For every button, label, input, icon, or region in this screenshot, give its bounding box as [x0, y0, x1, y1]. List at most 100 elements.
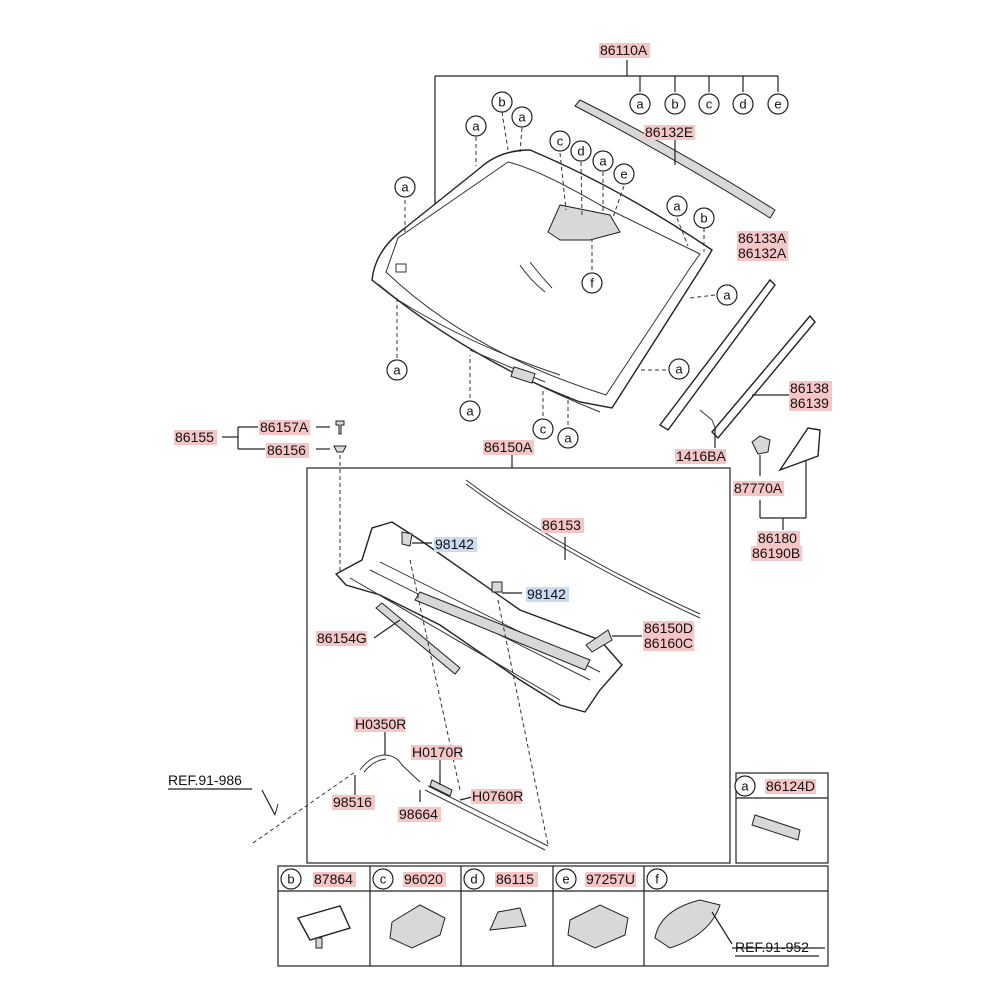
part-label-pH0350R: H0350R	[355, 716, 406, 732]
label-highlight	[398, 807, 441, 822]
side-molding	[658, 278, 776, 431]
part-label-p86132E: 86132E	[645, 124, 693, 140]
callout-letter-c: c	[540, 422, 547, 437]
label-highlight	[789, 381, 832, 396]
callout-letter-c: c	[380, 872, 387, 887]
part-label-ref2: REF.91-952	[735, 939, 809, 955]
legend-part-e: 97257U	[586, 871, 635, 887]
callout-letter-c: c	[706, 97, 713, 112]
callout-letter-a: a	[466, 404, 474, 419]
callout-letter-b: b	[700, 211, 707, 226]
label-highlight	[733, 481, 785, 496]
legend-table	[277, 772, 829, 967]
label-highlight	[266, 443, 309, 458]
label-highlight	[675, 449, 727, 464]
part-label-p86132A: 86132A	[738, 245, 787, 261]
part-label-p86110A: 86110A	[600, 42, 648, 58]
callout-circle-a	[511, 106, 533, 128]
part-labels: 86110A86132E86133A86132A86138861391416BA…	[168, 42, 832, 957]
windshield-glass	[371, 149, 713, 413]
legend-part-a: 86124D	[766, 778, 815, 794]
callout-circle-b	[280, 868, 302, 890]
label-highlight	[599, 43, 651, 58]
part-label-p98664: 98664	[399, 806, 438, 822]
cover-86180	[751, 427, 821, 530]
part-label-p86139: 86139	[790, 395, 829, 411]
part-label-pH0170R: H0170R	[412, 744, 463, 760]
cap-icon	[489, 907, 527, 931]
callout-letter-e: e	[774, 97, 781, 112]
part-label-p98142a: 98142	[435, 536, 474, 552]
callout-circle-a	[716, 284, 738, 306]
callout-circle-c	[372, 868, 394, 890]
label-highlight	[411, 745, 463, 760]
callout-letter-d: d	[739, 97, 746, 112]
callout-circle-c	[698, 93, 720, 115]
label-highlight	[737, 246, 789, 261]
callout-circle-a	[668, 358, 690, 380]
callout-circle-d	[732, 93, 754, 115]
callout-circle-d	[570, 140, 592, 162]
part-label-p86160C: 86160C	[644, 635, 693, 651]
part-label-p86157A: 86157A	[260, 419, 309, 435]
hoses	[252, 732, 549, 851]
callout-letter-a: a	[675, 362, 683, 377]
housing-icon	[654, 899, 721, 949]
part-label-p98142b: 98142	[527, 586, 566, 602]
part-label-p1416BA: 1416BA	[676, 448, 726, 464]
part-label-p86180: 86180	[758, 530, 797, 546]
callout-circle-f	[646, 868, 668, 890]
part-label-p86155: 86155	[175, 429, 214, 445]
strip-86138	[699, 314, 816, 448]
part-label-p86156: 86156	[267, 442, 306, 458]
callout-letter-f: f	[655, 872, 659, 887]
part-label-p86150A: 86150A	[484, 439, 533, 455]
callout-letter-a: a	[393, 363, 401, 378]
label-highlight	[541, 518, 584, 533]
callout-circle-b	[693, 207, 715, 229]
callout-letter-a: a	[472, 119, 480, 134]
callout-letter-b: b	[671, 97, 678, 112]
callout-circle-b	[491, 91, 513, 113]
legend-part-b: 87864	[314, 871, 353, 887]
callout-circle-a	[465, 115, 487, 137]
callout-leaders	[396, 111, 716, 425]
callout-letter-d: d	[577, 144, 584, 159]
callout-circle-a	[734, 775, 756, 797]
label-highlight	[332, 795, 375, 810]
part-label-p86154G: 86154G	[317, 630, 367, 646]
callout-letter-a: a	[673, 199, 681, 214]
callout-letter-b: b	[287, 872, 294, 887]
label-highlight	[644, 125, 696, 140]
part-label-p98516: 98516	[333, 794, 372, 810]
label-highlight	[526, 587, 569, 602]
callout-circle-a	[592, 150, 614, 172]
label-highlight	[316, 631, 368, 646]
callout-letter-a: a	[599, 154, 607, 169]
label-highlight	[643, 621, 695, 636]
strip-86153	[465, 479, 701, 619]
legend-highlight	[403, 872, 446, 887]
callout-letter-c: c	[557, 134, 564, 149]
part-label-p86150D: 86150D	[644, 620, 693, 636]
pad-icon	[751, 814, 801, 841]
label-highlight	[789, 396, 832, 411]
cowl-box	[306, 455, 731, 864]
callout-circle-a	[557, 427, 579, 449]
callout-letter-a: a	[741, 779, 749, 794]
label-highlight	[483, 440, 535, 455]
legend-highlight	[585, 872, 637, 887]
part-86154G	[373, 602, 461, 675]
callout-circle-a	[459, 400, 481, 422]
callout-circle-e	[555, 868, 577, 890]
legend-part-c: 96020	[404, 871, 443, 887]
label-highlight	[757, 531, 800, 546]
callout-letter-a: a	[723, 288, 731, 303]
cowl-panel	[334, 521, 623, 713]
callout-letter-d: d	[470, 872, 477, 887]
label-highlight	[751, 546, 803, 561]
part-label-p86153: 86153	[542, 517, 581, 533]
label-highlight	[354, 717, 406, 732]
